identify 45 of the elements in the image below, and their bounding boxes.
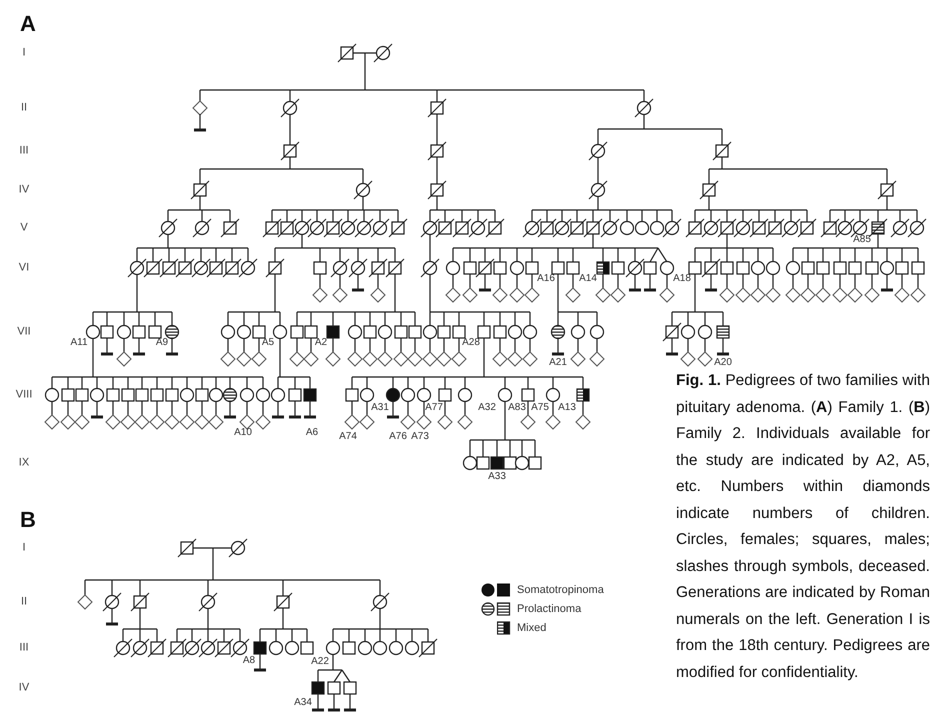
individual-id-label: A83 <box>508 403 526 413</box>
individual-id-label: A21 <box>549 358 567 368</box>
generation-label: VI <box>18 262 30 274</box>
individual-id-label: A2 <box>314 338 328 348</box>
generation-label: I <box>22 542 26 554</box>
individual-id-label: A9 <box>156 338 168 348</box>
individual-id-label: A73 <box>411 432 429 442</box>
individual-id-label: A16 <box>537 274 555 284</box>
panel-letter: A <box>20 13 36 35</box>
figure-caption: Fig. 1. Pedigrees of two families with pituitary adenoma. (A) Family 1. (B) Family 2. Individuals available for the study are indicated by A2, A5, etc. Numbers within diamonds indicate numbers of children. Circles, females; squares, males; slashes through symbols, deceased. Generations are indicated by Roman numerals on the left. Generation I is from the 18th century. Pedigrees are modified for confidentiality. <box>676 372 930 680</box>
individual-id-label: A5 <box>262 338 274 348</box>
legend-label: Mixed <box>517 622 546 634</box>
legend-label: Somatotropinoma <box>517 584 604 596</box>
individual-id-label: A77 <box>425 403 443 413</box>
generation-label: III <box>19 146 29 156</box>
individual-id-label: A11 <box>70 338 88 348</box>
individual-id-label: A74 <box>339 432 357 442</box>
generation-label: IX <box>18 458 30 468</box>
individual-id-label: A28 <box>462 338 480 348</box>
generation-label: IV <box>18 682 30 694</box>
individual-id-label: A31 <box>371 403 389 413</box>
individual-id-label: A8 <box>242 656 256 666</box>
generation-label: V <box>20 222 28 234</box>
individual-id-label: A34 <box>294 698 312 708</box>
individual-id-label: A13 <box>558 403 576 413</box>
individual-id-label: A85 <box>853 235 871 245</box>
individual-id-label: A22 <box>311 657 329 667</box>
legend-label: Prolactinoma <box>517 603 582 615</box>
individual-id-label: A14 <box>579 274 597 284</box>
generation-label: IV <box>18 184 30 196</box>
individual-id-label: A20 <box>714 358 732 368</box>
individual-id-label: A76 <box>389 432 407 442</box>
individual-id-label: A33 <box>488 472 506 482</box>
individual-id-label: A75 <box>531 403 549 413</box>
generation-label: III <box>19 642 29 654</box>
individual-id-label: A32 <box>478 403 496 413</box>
generation-label: I <box>22 48 26 58</box>
generation-label: II <box>20 102 28 114</box>
individual-id-label: A10 <box>234 428 252 438</box>
individual-id-label: A18 <box>673 274 691 284</box>
generation-label: VII <box>17 326 31 338</box>
panel-letter: B <box>20 509 36 531</box>
generation-label: II <box>20 596 28 608</box>
generation-label: VIII <box>16 390 32 400</box>
individual-id-label: A6 <box>306 428 318 438</box>
